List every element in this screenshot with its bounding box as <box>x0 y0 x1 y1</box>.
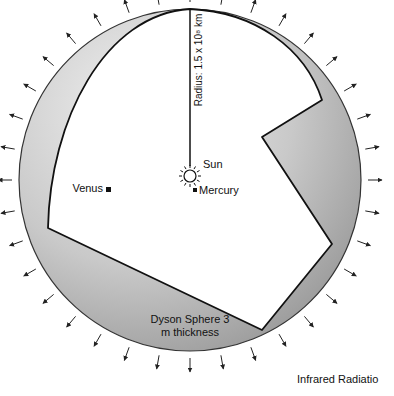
radiation-arrow <box>221 0 223 5</box>
radiation-arrow <box>24 269 36 276</box>
radiation-arrow <box>67 316 76 327</box>
radius-label: Radius: 1.5 x 10⁸ km <box>193 14 205 107</box>
radiation-arrow <box>43 57 54 66</box>
radiation-arrow <box>0 180 12 181</box>
sun-ray <box>185 183 187 186</box>
sphere-shell <box>19 9 361 351</box>
radiation-arrow <box>357 241 370 246</box>
radiation-arrow <box>304 316 313 327</box>
sun-ray <box>198 176 201 177</box>
sun-ray <box>197 180 200 182</box>
planet-label: Mercury <box>199 184 239 197</box>
radiation-arrow <box>221 355 223 369</box>
radiation-arrow <box>326 294 337 303</box>
radiation-arrow <box>94 334 101 346</box>
sun-ray <box>185 166 187 169</box>
sun-ray <box>190 165 191 168</box>
radiation-arrow <box>365 211 379 213</box>
sun-ray <box>179 176 182 177</box>
radiation-arrow <box>344 84 356 91</box>
sun-ray <box>180 171 183 173</box>
radiation-arrow <box>1 147 15 149</box>
radiation-arrow <box>251 347 256 360</box>
radiation-arrow <box>326 57 337 66</box>
structure-label: Dyson Sphere 3 m thickness <box>149 313 231 339</box>
radiation-arrow <box>124 0 129 13</box>
radiation-arrow <box>43 294 54 303</box>
radiation-arrow <box>24 84 36 91</box>
sun-ray <box>190 184 191 187</box>
radiation-arrow <box>157 0 159 5</box>
radiation-arrow <box>190 0 191 2</box>
radiation-arrow <box>190 358 191 372</box>
radiation-arrow <box>304 33 313 44</box>
radiation-arrow <box>368 180 382 181</box>
planet-label: Venus <box>72 182 103 195</box>
radiation-arrow <box>344 269 356 276</box>
radiation-arrow <box>279 14 286 26</box>
radius-line <box>189 9 191 166</box>
radiation-arrow <box>357 114 370 119</box>
radiation-arrow <box>1 211 15 213</box>
radiation-arrow <box>10 114 23 119</box>
radiation-arrow <box>94 14 101 26</box>
mercury-dot <box>193 188 197 192</box>
radiation-arrow <box>279 334 286 346</box>
star-label: Sun <box>203 158 223 171</box>
cutaway-interior <box>48 9 332 330</box>
radiation-arrow <box>251 0 256 13</box>
radiation-arrow <box>67 33 76 44</box>
sun-ray <box>194 166 196 169</box>
sun-ray <box>197 171 200 173</box>
venus-dot <box>106 187 111 192</box>
sun-symbol <box>179 165 201 187</box>
radiation-arrow <box>365 147 379 149</box>
infrared-arrows <box>0 0 382 372</box>
sun-ray <box>180 180 183 182</box>
radiation-label: Infrared Radiatio <box>297 373 378 386</box>
radiation-arrow <box>157 355 159 369</box>
sun-ray <box>194 183 196 186</box>
radiation-arrow <box>124 347 129 360</box>
radiation-arrow <box>10 241 23 246</box>
